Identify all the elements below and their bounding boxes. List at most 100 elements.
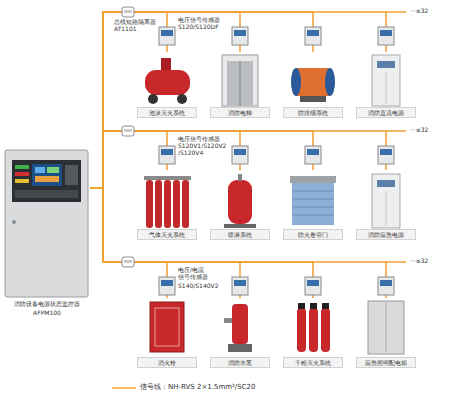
shutter-panel [292,183,334,225]
sensor-symbol [305,27,321,45]
device-box: 消防电梯 [207,52,273,118]
lighting-distribution-box [368,301,404,354]
fan-end [291,68,301,96]
sensor-display [161,149,173,155]
fan-body [296,68,330,96]
count-note: ···≤32 [410,257,428,264]
sensor-display [234,280,246,286]
signal-wire [90,131,240,188]
pump-pipe [224,318,232,323]
isolator-symbol [122,7,134,17]
device-label: 气体灭火系统 [137,229,197,240]
gas-cylinder [182,180,189,228]
signal-wire [90,12,313,188]
monitor-indicator [15,165,29,169]
isolator-detail [124,260,132,263]
sensor-symbol [232,277,248,295]
device-label: 消防应急电源 [356,229,416,240]
pump-body [232,304,248,344]
shutter-slat [292,199,334,200]
device-label: 应急照明配电箱 [356,357,416,368]
device-label: 防火卷帘门 [283,229,343,240]
sensor-symbol [378,27,394,45]
monitor-screen-block [35,167,45,173]
sensor-model: S120/S120DF [178,23,219,30]
device-label: 消火栓 [137,357,197,368]
device-label: 泡沫灭火系统 [137,107,197,118]
emergency-power-cabinet [372,174,400,228]
sensor-display [380,149,392,155]
sensor-label: 电压信号传感器 [178,135,220,142]
legend-text: 信号线：NH-RVS 2×1.5mm²/SC20 [140,383,255,391]
sensor-symbol [232,27,248,45]
sensor-display [380,280,392,286]
powder-cylinder [297,308,306,352]
bus-wire [386,130,406,132]
device-box: 泡沫灭火系统 [134,52,200,118]
sensor-display [307,30,319,36]
sensor-display [234,30,246,36]
gas-cylinder [164,180,171,228]
signal-wire [90,131,386,188]
signal-wire [90,12,240,188]
monitor-indicator [15,179,29,183]
shutter-slat [292,207,334,208]
isolator-symbol [122,126,134,136]
sensor-display [161,280,173,286]
sensor-symbol [378,146,394,164]
device-label: 防排烟系统 [283,107,343,118]
device-box: 干粉灭火系统 [280,298,346,368]
elevator-door-gap [240,61,241,106]
monitor-lock [12,220,16,224]
sensor-display [307,280,319,286]
sensor-display [307,149,319,155]
foam-tower [161,58,171,72]
shutter-slat [292,191,334,192]
bus-wire [386,11,406,13]
monitor-button-row [15,190,78,198]
device-box: 消防应急电源 [353,170,419,240]
isolator-detail [124,129,132,132]
count-note: ···≤32 [410,7,428,14]
device-box: 消防水泵 [207,298,273,368]
powder-valve [322,303,329,309]
monitor-indicator [15,172,29,176]
monitor-panel [12,160,81,202]
sensor-symbol [159,27,175,45]
sensor-model: S140/S140V2 [178,282,218,289]
isolator-detail [124,10,132,13]
device-box: 消防直流电源 [353,52,419,118]
count-note: ···≤32 [410,126,428,133]
sprinkler-base [224,224,256,228]
foam-wheel [177,94,187,104]
sensor-symbol [159,146,175,164]
device-label: 消防直流电源 [356,107,416,118]
powder-cylinder [321,308,330,352]
monitor-name: 消防设备电源状态监控器 [4,300,90,308]
device-box: 防排烟系统 [280,52,346,118]
monitor-unit: 消防设备电源状态监控器AFPM100 [4,150,90,320]
dc-power-cabinet [372,55,400,106]
device-box: 应急照明配电箱 [353,298,419,368]
shutter-box [290,176,336,183]
sensor-symbol [305,146,321,164]
device-label: 消防电梯 [210,107,270,118]
foam-wheel [148,94,158,104]
sensor-display [234,149,246,155]
device-label: 消防水泵 [210,357,270,368]
isolator-label: 总线短路隔离器 [114,18,156,25]
monitor-cabinet [5,150,88,297]
device-box: 喷淋系统 [207,170,273,240]
sensor-symbol [159,277,175,295]
powder-valve [298,303,305,309]
cabinet-seam [386,191,387,226]
device-label: 干粉灭火系统 [283,357,343,368]
monitor-model: AFPM100 [4,309,90,317]
sensor-display [161,30,173,36]
device-label: 喷淋系统 [210,229,270,240]
cabinet-seam [386,72,387,104]
sensor-model: S120V1/S120V2 /S120V4 [178,142,226,156]
hydrant-box [150,302,184,352]
sensor-label: 电压/电流 信号传感器 [178,266,210,280]
